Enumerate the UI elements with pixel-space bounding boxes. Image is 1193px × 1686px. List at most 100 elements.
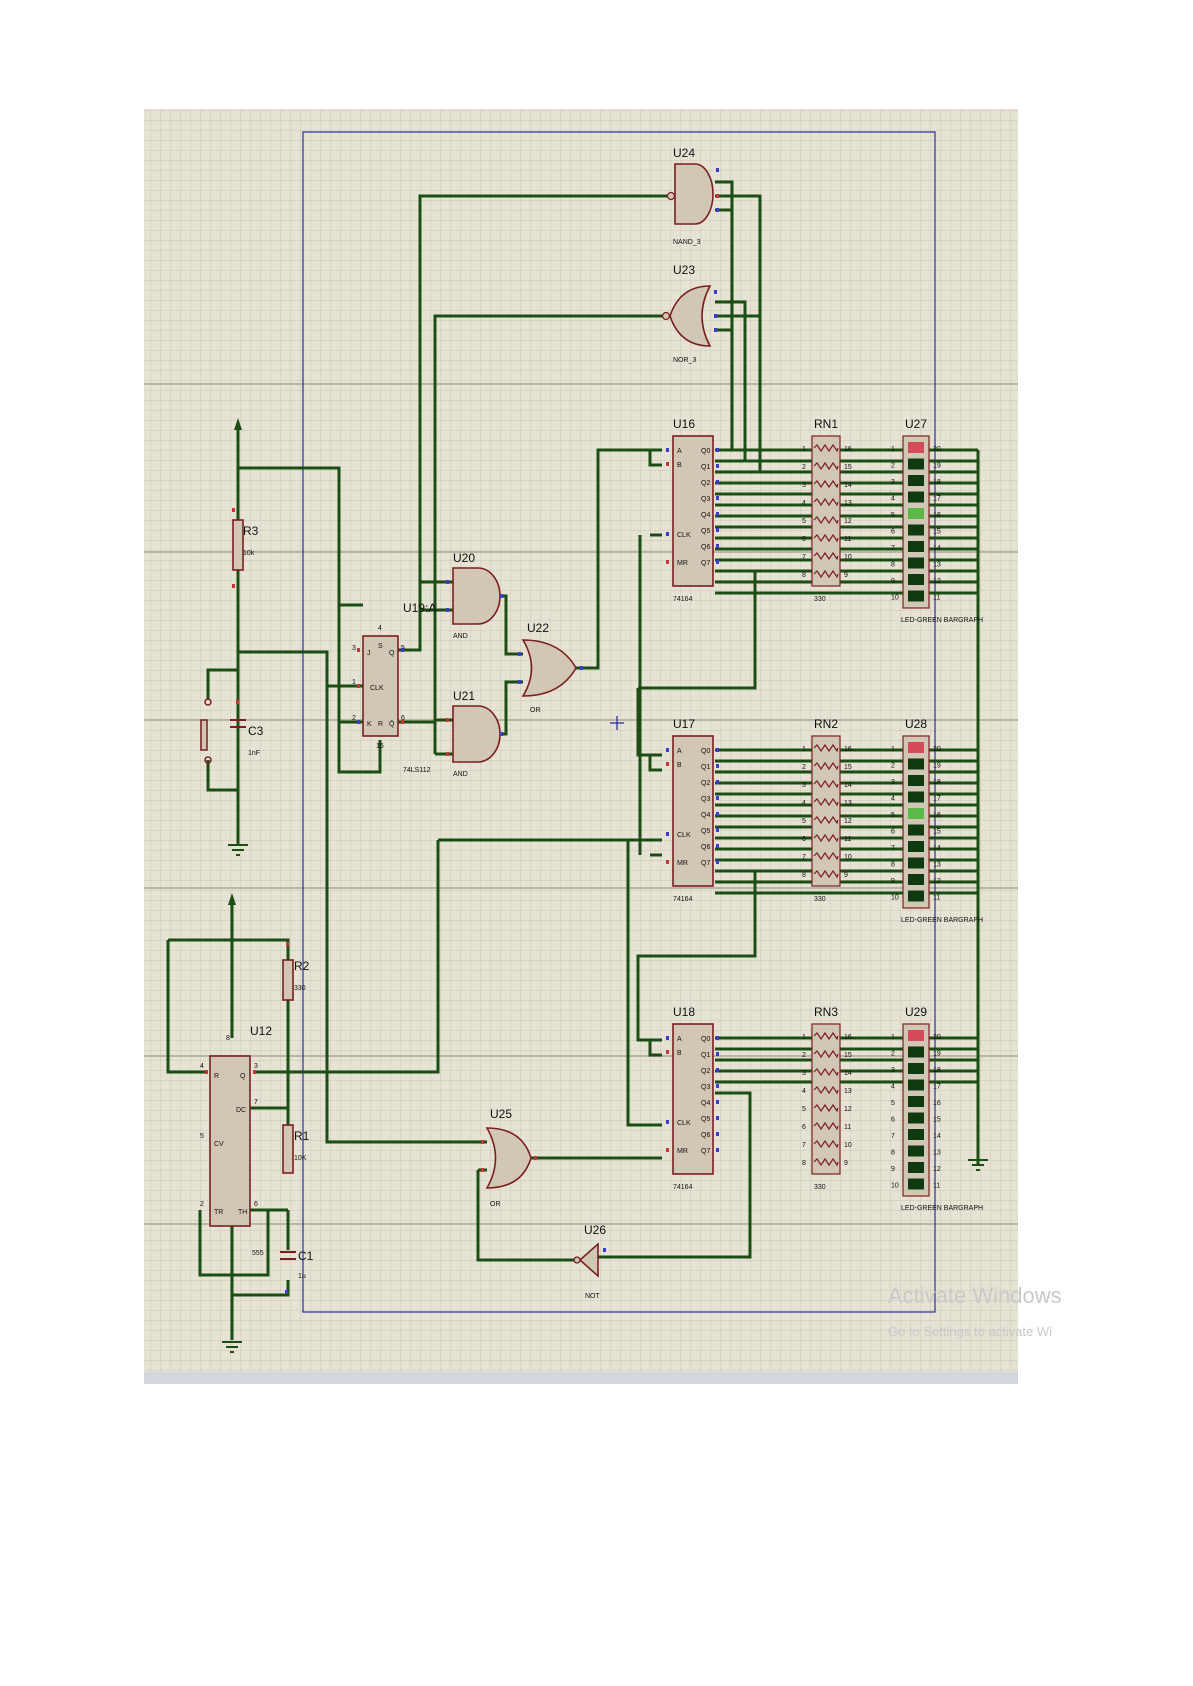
shift-register-output-label: Q6 <box>701 844 710 851</box>
u19-flipflop: U19:A 74LS112 J CLK K Q Q̄ S R 3 1 2 5 6… <box>352 601 436 774</box>
svg-text:15: 15 <box>376 743 384 750</box>
bargraph-pin: 6 <box>891 529 895 536</box>
shift-register-output-label: Q5 <box>701 528 710 535</box>
u26-ref: U26 <box>584 1223 606 1237</box>
bargraph-segment <box>908 775 924 786</box>
bargraph-segment <box>908 841 924 852</box>
bargraph-pin: 3 <box>891 1067 895 1074</box>
bargraph-pin: 17 <box>933 796 941 803</box>
bargraph-pin: 15 <box>933 1117 941 1124</box>
resistor-network-ref: RN1 <box>814 417 838 431</box>
resistor-network-pin: 13 <box>844 1088 852 1095</box>
shift-register-output-label: Q5 <box>701 1116 710 1123</box>
shift-register-output-label: Q3 <box>701 496 710 503</box>
shift-register-output-label: Q2 <box>701 1068 710 1075</box>
resistor-network-pin: 16 <box>844 1034 852 1041</box>
bargraph-pin: 18 <box>933 479 941 486</box>
u26-not-gate: U26 NOT <box>573 1223 606 1300</box>
resistor-network-pin: 1 <box>802 446 806 453</box>
bargraph-pin: 5 <box>891 812 895 819</box>
bargraph-type: LED-GREEN BARGRAPH <box>901 1205 983 1212</box>
svg-text:Q: Q <box>240 1073 246 1080</box>
bargraph-pin: 18 <box>933 1067 941 1074</box>
svg-text:R: R <box>214 1073 219 1080</box>
shift-register-type: 74164 <box>673 1184 693 1191</box>
shift-register-output-label: Q6 <box>701 544 710 551</box>
r2-value: 330 <box>294 985 306 992</box>
shift-register-pin-label: CLK <box>677 532 691 539</box>
resistor-network-pin: 16 <box>844 746 852 753</box>
shift-register-pin-label: MR <box>677 860 688 867</box>
svg-text:5: 5 <box>200 1133 204 1140</box>
shift-register-output-label: Q0 <box>701 448 710 455</box>
bargraph-pin: 12 <box>933 1166 941 1173</box>
bargraph-segment <box>908 1162 924 1173</box>
bargraph-pin: 6 <box>891 829 895 836</box>
sheet-border <box>302 131 936 1313</box>
bargraph-segment <box>908 874 924 885</box>
activate-windows-title: Activate Windows <box>888 1283 1062 1308</box>
u22-type: OR <box>530 707 541 714</box>
bargraph-ref: U28 <box>905 717 927 731</box>
svg-text:K: K <box>367 721 372 728</box>
svg-text:6: 6 <box>401 715 405 722</box>
svg-text:1: 1 <box>352 679 356 686</box>
power-terminal-top <box>234 418 242 430</box>
resistor-network-pin: 14 <box>844 482 852 489</box>
svg-text:8: 8 <box>226 1035 230 1042</box>
shift-register-ref: U16 <box>673 417 695 431</box>
c1-capacitor: C1 1u <box>280 1249 314 1294</box>
r1-ref: R1 <box>294 1129 310 1143</box>
bargraph-type: LED-GREEN BARGRAPH <box>901 917 983 924</box>
resistor-network-pin: 15 <box>844 464 852 471</box>
resistor-network-pin: 11 <box>844 836 851 843</box>
u12-timer: U12 555 R DC CV TR TH Q 4 7 5 2 6 3 8 <box>200 1024 272 1257</box>
shift-register-output-label: Q4 <box>701 812 710 819</box>
resistor-network-pin: 4 <box>802 800 806 807</box>
bargraph-segment <box>908 824 924 836</box>
bargraph-pin: 9 <box>891 578 895 585</box>
resistor-network-pin: 16 <box>844 446 852 453</box>
bargraph-pin: 10 <box>891 895 899 902</box>
bargraph-pin: 20 <box>933 446 941 453</box>
bargraph-pin: 17 <box>933 1084 941 1091</box>
resistor-network-pin: 5 <box>802 518 806 525</box>
u25-or-gate: U25 OR <box>481 1107 537 1208</box>
bargraph-pin: 4 <box>891 496 895 503</box>
resistor-network-pin: 6 <box>802 1124 806 1131</box>
activate-windows-subtitle: Go to Settings to activate Wi <box>888 1324 1052 1339</box>
shift-register-pin-label: B <box>677 1050 682 1057</box>
bargraph-segment <box>908 1079 924 1091</box>
c3-capacitor: C3 1nF <box>230 700 264 757</box>
r3-resistor: R3 10k <box>232 508 259 588</box>
resistor-network-pin: 12 <box>844 1106 852 1113</box>
bargraph-pin: 16 <box>933 1100 941 1107</box>
resistor-network-value: 330 <box>814 896 826 903</box>
bargraph-pin: 4 <box>891 796 895 803</box>
resistor-network-pin: 2 <box>802 1052 806 1059</box>
shift-registers: U1674164ABCLKMRQ0Q1Q2Q3Q4Q5Q6Q7U1774164A… <box>666 417 719 1191</box>
u21-type: AND <box>453 771 468 778</box>
crosshair-cursor-icon <box>610 716 624 730</box>
bargraph-pin: 8 <box>891 1150 895 1157</box>
shift-register-output-label: Q2 <box>701 780 710 787</box>
u21-and-gate: U21 AND <box>446 689 503 778</box>
bargraph-pin: 10 <box>891 1183 899 1190</box>
u21-ref: U21 <box>453 689 475 703</box>
bargraph-segment <box>908 557 924 569</box>
bargraph-segment <box>908 758 924 770</box>
resistor-network-ref: RN2 <box>814 717 838 731</box>
u24-type: NAND_3 <box>673 239 701 246</box>
shift-register-output-label: Q1 <box>701 1052 710 1059</box>
bargraph-segment <box>908 1063 924 1074</box>
resistor-network-pin: 8 <box>802 572 806 579</box>
bargraph-pin: 5 <box>891 1100 895 1107</box>
u23-type: NOR_3 <box>673 357 696 364</box>
